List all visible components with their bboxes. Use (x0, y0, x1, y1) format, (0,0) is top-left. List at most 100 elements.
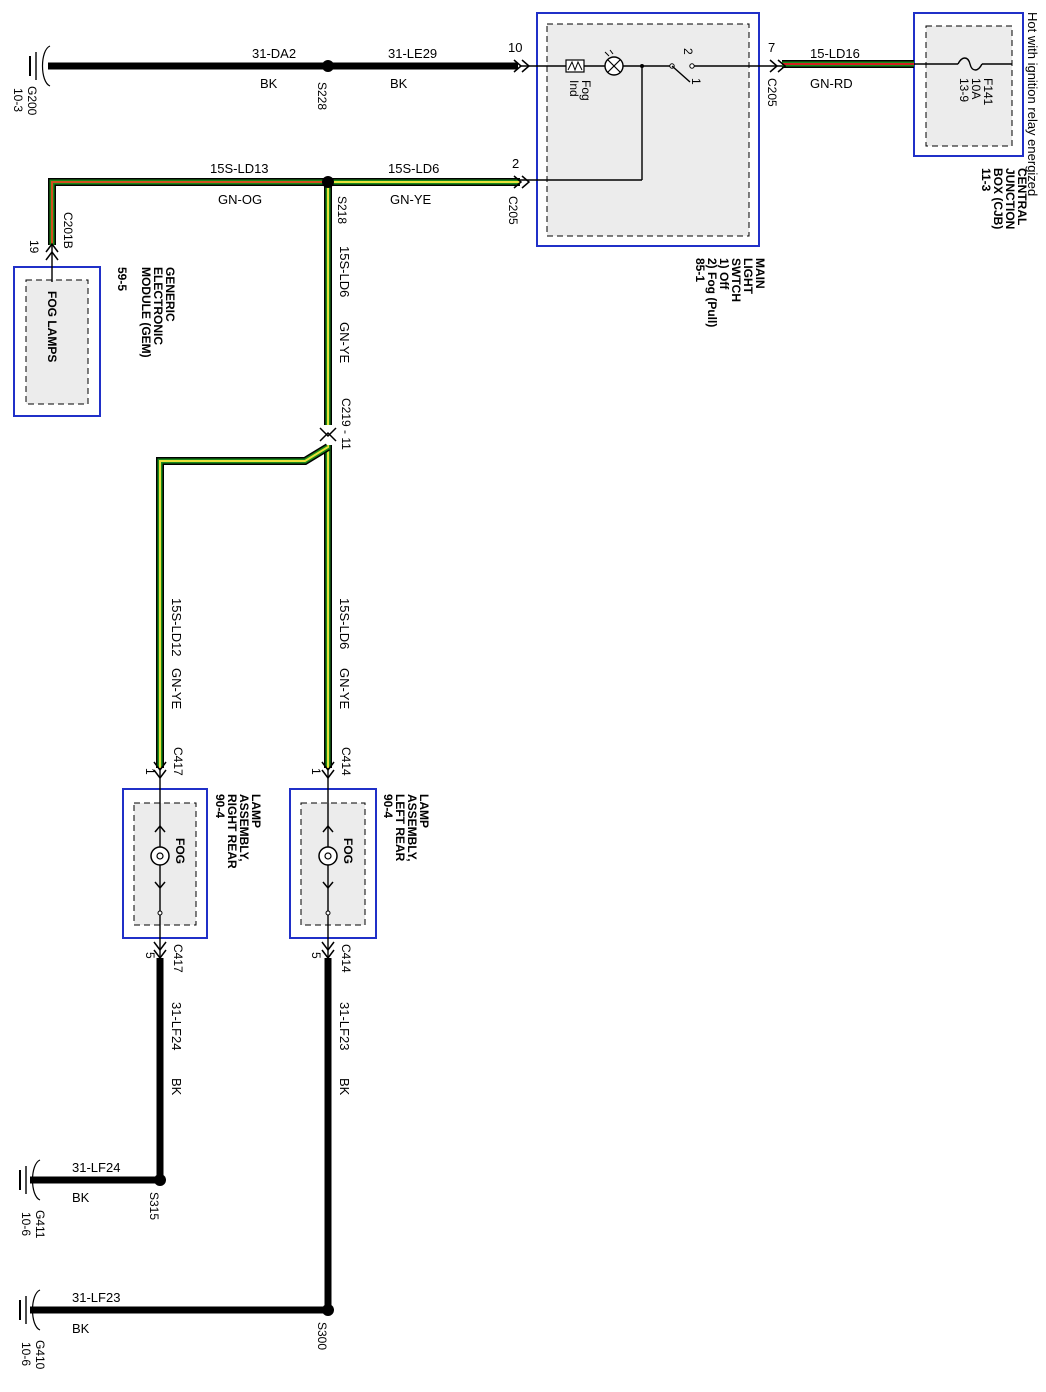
lamp-right-label-page: 90-4 (213, 794, 227, 818)
wire-label-31-da2: 31-DA2 (252, 46, 296, 61)
ground-g411-page: 10-6 (19, 1212, 33, 1236)
connector-c414-top-label: C414 (339, 747, 353, 776)
cjb-label-central: CENTRAL (1015, 168, 1029, 225)
connector-c417-bot-label: C417 (171, 944, 185, 973)
wire-color-15s-ld12: GN-YE (169, 668, 184, 710)
connector-c414-bot-icon (321, 941, 335, 960)
ground-g410-icon (19, 1289, 41, 1331)
wire-color-15s-ld13: GN-OG (218, 192, 262, 207)
gem-module (13, 266, 101, 417)
wire-label-31-lf23-v: 31-LF23 (337, 1002, 352, 1050)
fog-lamp-left-icon (318, 824, 338, 916)
lamp-left-label-page: 90-4 (381, 794, 395, 818)
gem-label-electronic: ELECTRONIC (151, 267, 165, 345)
gem-label-module: MODULE (GEM) (139, 267, 153, 358)
wire-31-lf24 (30, 958, 164, 1184)
wire-color-15-ld16: GN-RD (810, 76, 853, 91)
lamp-right-inner-label: FOG (173, 838, 187, 864)
connector-c414-bot-pin: 5 (309, 952, 323, 959)
splice-s315-icon (154, 1174, 166, 1186)
wire-color-31-lf24-v: BK (169, 1078, 184, 1096)
wire-color-31-lf23-v: BK (337, 1078, 352, 1096)
wire-color-31-lf23-h: BK (72, 1321, 90, 1336)
splice-s300-label: S300 (315, 1322, 329, 1350)
fuse-label-10a: 10A (969, 78, 983, 99)
switch-internals (520, 49, 782, 181)
cjb-label-box: BOX (CJB) (991, 168, 1005, 229)
wire-color-31-lf24-h: BK (72, 1190, 90, 1205)
wire-label-31-lf24-h: 31-LF24 (72, 1160, 120, 1175)
lamp-left-label-side: LEFT REAR (393, 794, 407, 862)
wire-15s-ld12 (156, 443, 331, 768)
lamp-left-inner-label: FOG (341, 838, 355, 864)
ground-g200-icon (29, 45, 51, 87)
switch-label-page: 85-1 (693, 258, 707, 282)
switch-label-fog: 2) Fog (Pull) (705, 258, 719, 327)
connector-c205-pin7-icon (769, 59, 787, 73)
lamp-right-label-assembly: ASSEMBLY, (237, 794, 251, 862)
fuse-icon (914, 57, 1012, 71)
fog-lamp-right-icon (150, 824, 170, 916)
connector-c417-top-label: C417 (171, 747, 185, 776)
switch-fog-label: Fog (579, 80, 593, 101)
switch-label-off: 1) Off (717, 258, 731, 290)
wire-label-15s-ld6-h: 15S-LD6 (388, 161, 439, 176)
gem-label-generic: GENERIC (163, 267, 177, 322)
connector-c414-bot-label: C414 (339, 944, 353, 973)
wire-color-15s-ld6-v1: GN-YE (337, 322, 352, 364)
connector-c205-pin2-icon (513, 175, 531, 189)
connector-c205-label-2: C205 (506, 196, 520, 225)
wire-color-31-le29: BK (390, 76, 408, 91)
connector-c201b-icon (45, 242, 59, 261)
lamp-right-label-side: RIGHT REAR (225, 794, 239, 869)
connector-c201b-pin: 19 (27, 240, 41, 254)
ground-g411-label: G411 (33, 1210, 47, 1239)
cjb-label-page: 11-3 (979, 168, 993, 192)
connector-c219-label: C219 - 11 (339, 398, 353, 450)
wire-label-15s-ld13: 15S-LD13 (210, 161, 269, 176)
switch-pos-1: 1 (689, 78, 703, 85)
wire-label-15s-ld6-v2: 15S-LD6 (337, 598, 352, 649)
wire-label-31-lf23-h: 31-LF23 (72, 1290, 120, 1305)
central-junction-box (913, 12, 1024, 157)
splice-s228-label: S228 (315, 82, 329, 110)
ground-g410-page: 10-6 (19, 1342, 33, 1366)
lamp-left-label-lamp: LAMP (417, 794, 431, 828)
wire-label-15-ld16: 15-LD16 (810, 46, 860, 61)
header-note: Hot with ignition relay energized (1025, 12, 1040, 196)
ground-g200-page: 10-3 (11, 88, 25, 112)
splice-s300-icon (322, 1304, 334, 1316)
main-light-switch (536, 12, 760, 247)
wire-color-15s-ld6-v2: GN-YE (337, 668, 352, 710)
splice-s218-icon (322, 176, 334, 188)
wire-15s-ld13 (48, 178, 328, 245)
switch-label-light: LIGHT (741, 258, 755, 295)
ground-g411-icon (19, 1159, 41, 1201)
ground-g200-label: G200 (25, 86, 39, 116)
connector-c417-bot-icon (153, 941, 167, 960)
connector-c201b-label: C201B (61, 212, 75, 249)
splice-s228-icon (322, 60, 334, 72)
pin-c205-2: 2 (512, 156, 519, 171)
connector-c417-top-pin: 1 (143, 768, 157, 775)
cjb-label-junction: JUNCTION (1003, 168, 1017, 229)
switch-label-swtch: SWTCH (729, 258, 743, 302)
fuse-label-f141: F141 (981, 78, 995, 106)
switch-ind-label: Ind (567, 80, 581, 97)
pin-c205-7: 7 (768, 40, 775, 55)
splice-s315-label: S315 (147, 1192, 161, 1220)
connector-c414-top-icon (321, 761, 335, 780)
connector-c417-bot-pin: 5 (143, 952, 157, 959)
connector-c417-top-icon (153, 761, 167, 780)
wire-label-31-lf24-v: 31-LF24 (169, 1002, 184, 1050)
splice-s218-label: S218 (335, 196, 349, 224)
gem-inner-label: FOG LAMPS (45, 291, 59, 362)
switch-pos-2: 2 (681, 48, 695, 55)
connector-c205-pin10-icon (513, 59, 531, 73)
connector-c205-label-7: C205 (765, 78, 779, 107)
lamp-right-label-lamp: LAMP (249, 794, 263, 828)
wire-color-15s-ld6-h: GN-YE (390, 192, 432, 207)
connector-c219-icon (319, 427, 337, 442)
connector-c414-top-pin: 1 (309, 768, 323, 775)
